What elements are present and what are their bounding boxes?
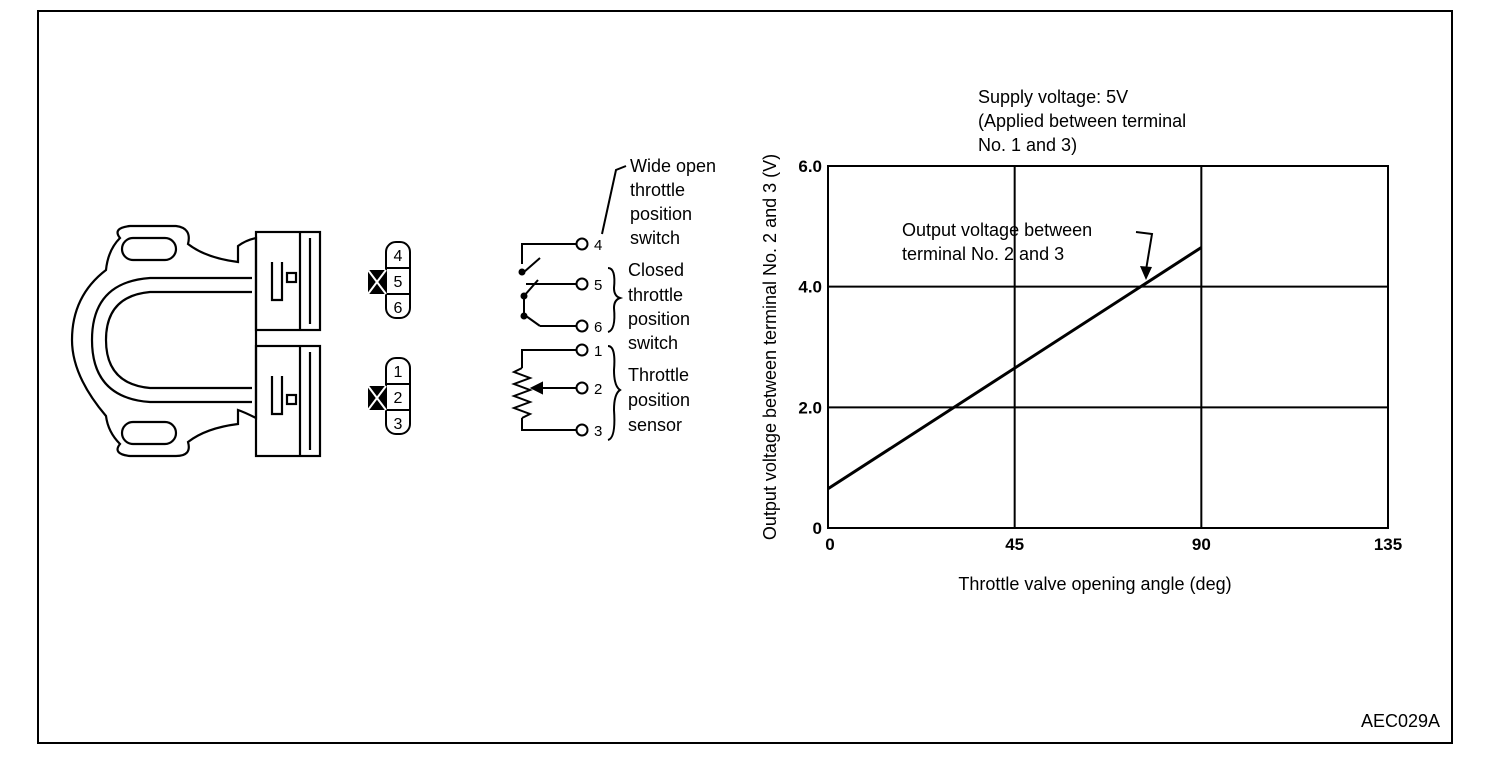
sensor-label: Throttle [628,365,689,385]
wide-open-switch-label: throttle [630,180,685,200]
lower-connector-pins: 1 2 3 [367,357,411,435]
y-tick-label: 4.0 [798,278,822,297]
y-axis-ticks: 0 2.0 4.0 6.0 [798,157,822,538]
terminal-numbers: 4 5 6 1 2 3 [594,237,602,440]
pin-label: 1 [394,364,403,381]
wide-open-switch-label: Wide open [630,156,716,176]
x-tick-label: 0 [825,535,834,554]
pin-label: 2 [394,390,403,407]
y-tick-label: 6.0 [798,157,822,176]
terminal-1-label: 1 [594,343,602,360]
terminal-6-label: 6 [594,319,602,336]
schematic-labels: Wide open throttle position switch Close… [628,156,716,435]
figure-code: AEC029A [1361,711,1440,731]
closed-switch-label: throttle [628,285,683,305]
x-tick-label: 135 [1374,535,1402,554]
terminal-4-label: 4 [594,237,602,254]
terminal-5-label: 5 [594,277,602,294]
terminal-3-label: 3 [594,423,602,440]
chart-title: Supply voltage: 5V (Applied between term… [978,87,1186,155]
wide-open-switch-label: position [630,204,692,224]
voltage-series-line [827,246,1203,491]
upper-connector-pins: 4 5 6 [367,241,411,319]
plot-area [827,165,1389,529]
chart-title-line: (Applied between terminal [978,111,1186,131]
circuit-schematic [511,165,627,441]
chart-title-line: Supply voltage: 5V [978,87,1128,107]
series-layer [827,246,1203,491]
x-axis-ticks: 0 45 90 135 [825,535,1402,554]
closed-switch-label: position [628,309,690,329]
closed-switch-label: Closed [628,260,684,280]
x-tick-label: 90 [1192,535,1211,554]
pin-label: 6 [394,300,403,317]
wide-open-switch-label: switch [630,228,680,248]
annotation-line: terminal No. 2 and 3 [902,244,1064,264]
pin-label: 5 [394,274,403,291]
voltage-chart: Supply voltage: 5V (Applied between term… [760,87,1402,594]
y-tick-label: 0 [813,519,822,538]
pin-label: 4 [394,248,403,265]
x-axis-label: Throttle valve opening angle (deg) [958,574,1231,594]
pin-label: 3 [394,416,403,433]
grid [828,166,1388,528]
y-tick-label: 2.0 [798,398,822,417]
x-tick-label: 45 [1005,535,1024,554]
annotation-leader [1135,231,1154,271]
chart-title-line: No. 1 and 3) [978,135,1077,155]
y-axis-label: Output voltage between terminal No. 2 an… [760,154,780,540]
annotation-arrowhead [1140,266,1152,280]
closed-switch-label: switch [628,333,678,353]
throttle-sensor-drawing [70,224,322,458]
terminal-2-label: 2 [594,381,602,398]
sensor-label: position [628,390,690,410]
sensor-label: sensor [628,415,682,435]
annotation-line: Output voltage between [902,220,1092,240]
annotation: Output voltage between terminal No. 2 an… [902,220,1154,280]
figure-frame [37,10,1453,744]
